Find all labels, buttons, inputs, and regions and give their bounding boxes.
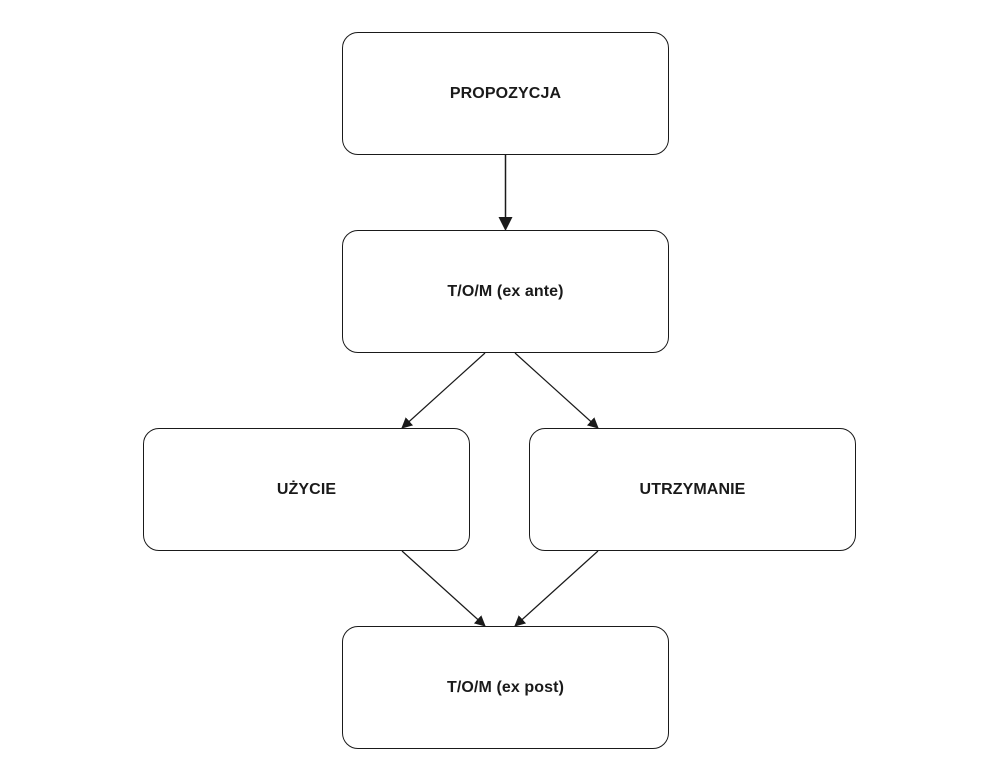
- edge-uzycie-to-tom-ex-post: [401, 550, 486, 627]
- node-label-uzycie: UŻYCIE: [276, 480, 337, 498]
- node-label-tom-ex-ante: T/O/M (ex ante): [447, 282, 564, 300]
- edge-tom-ex-ante-to-utrzymanie: [514, 352, 599, 429]
- node-utrzymanie: UTRZYMANIE: [529, 428, 856, 551]
- node-tom-ex-post: T/O/M (ex post): [342, 626, 669, 749]
- node-propozycja: PROPOZYCJA: [342, 32, 669, 155]
- edge-tom-ex-ante-to-uzycie: [401, 352, 486, 429]
- node-uzycie: UŻYCIE: [143, 428, 470, 551]
- node-label-tom-ex-post: T/O/M (ex post): [446, 678, 565, 696]
- node-label-propozycja: PROPOZYCJA: [449, 84, 562, 102]
- edge-utrzymanie-to-tom-ex-post: [514, 550, 599, 627]
- node-tom-ex-ante: T/O/M (ex ante): [342, 230, 669, 353]
- node-label-utrzymanie: UTRZYMANIE: [639, 480, 746, 498]
